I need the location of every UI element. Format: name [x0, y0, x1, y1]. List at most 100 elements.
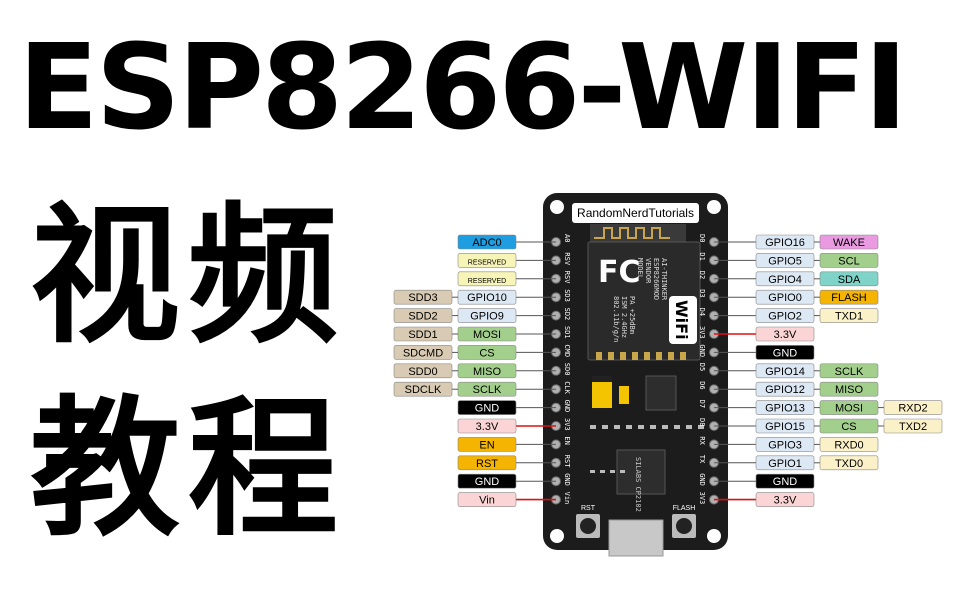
pin-label-text: GPIO3 [768, 439, 802, 451]
wifi-logo-bg [669, 296, 697, 344]
right-pin-label: SCL [819, 253, 879, 268]
smd-resistor [620, 470, 625, 473]
right-pin-label: TXD2 [883, 418, 943, 434]
pin-label-text: MOSI [473, 329, 501, 341]
left-pin-label: RESERVED [457, 253, 517, 268]
pin-label-text: SDD3 [408, 292, 437, 304]
right-pin-label: SDA [819, 271, 879, 287]
right-pin-label: GND [755, 345, 815, 360]
voltage-regulator [645, 375, 677, 411]
smd-resistor [662, 425, 668, 429]
right-pin-label: TXD0 [819, 455, 879, 471]
pin-name: GND [563, 473, 571, 486]
pin-label-text: GPIO12 [765, 384, 805, 396]
capacitor [592, 376, 612, 408]
svg-text:802.11b/g/n: 802.11b/g/n [612, 296, 620, 342]
left-pin-label: RST [457, 455, 517, 471]
right-pin-label: GND [755, 473, 815, 489]
pin-name: D2 [698, 271, 706, 279]
pin-name: 3V3 [698, 492, 706, 505]
pin-name: CLK [563, 381, 571, 394]
smd-resistor [686, 425, 692, 429]
module-pad [632, 352, 638, 360]
pin-name: D4 [698, 308, 706, 316]
pin-label-text: GPIO0 [768, 292, 802, 304]
right-pin-label: FLASH [819, 289, 879, 305]
right-pin-label: GPIO12 [755, 381, 815, 397]
pin-label-text: GPIO10 [467, 292, 507, 304]
pin-label-text: RXD0 [834, 439, 863, 451]
usb-connector [608, 519, 664, 557]
subtitle-tutorial: 教程 [30, 383, 347, 557]
pin-label-text: SDD2 [408, 311, 437, 323]
right-pin-label: RXD0 [819, 437, 879, 452]
left-pin-label: MISO [457, 363, 517, 379]
left-pin-label: GND [457, 473, 517, 489]
pin-label-text: SDD0 [408, 366, 437, 378]
pin-name: CMD [563, 344, 571, 357]
subtitle-video: 视频 [30, 190, 347, 364]
pin-label-text: 3.3V [774, 495, 797, 507]
pin-name: D6 [698, 381, 706, 389]
svg-text:ISM 2.4GHz: ISM 2.4GHz [620, 296, 628, 338]
pin-label-text: GPIO5 [768, 255, 802, 267]
right-pin-label: MOSI [819, 400, 879, 415]
left-pin-label: GND [457, 400, 517, 415]
pin-label-text: 3.3V [774, 329, 797, 341]
right-pin-label: 3.3V [755, 326, 815, 342]
left-pin-label: ADC0 [457, 234, 517, 250]
right-pin-label: GPIO14 [755, 363, 815, 379]
pin-label-text: TXD2 [899, 421, 927, 433]
flash-button-label: FLASH [673, 505, 696, 512]
right-pin-label: TXD1 [819, 308, 879, 323]
pin-name: RST [563, 455, 571, 468]
pin-label-text: SDCMD [403, 347, 443, 359]
pin-label-text: GPIO9 [470, 311, 504, 323]
pin-name: GND [698, 344, 706, 357]
antenna-trace [594, 227, 670, 239]
pin-label-text: EN [479, 439, 494, 451]
left-pin-label: SDCMD [393, 345, 453, 360]
pin-label-text: GND [475, 476, 500, 488]
pin-label-text: GPIO15 [765, 421, 805, 433]
pin-label-text: SDD1 [408, 329, 437, 341]
pin-label-text: GPIO13 [765, 403, 805, 415]
smd-resistor [674, 425, 680, 429]
pin-label-text: SDA [838, 274, 861, 286]
smd-resistor [698, 425, 704, 429]
left-pin-label: RESERVED [457, 271, 517, 287]
pin-label-text: RESERVED [468, 278, 506, 285]
pin-name: 3V3 [698, 326, 706, 339]
left-pin-label: SDD0 [393, 363, 453, 379]
pin-label-text: TXD1 [835, 311, 863, 323]
pin-name: SD1 [563, 326, 571, 339]
brand-label: RandomNerdTutorials [577, 206, 694, 220]
capacitor-band [592, 376, 612, 382]
module-pad [644, 352, 650, 360]
module-pad [656, 352, 662, 360]
flash-button-cap[interactable] [676, 518, 692, 534]
pin-label-text: SCL [838, 255, 859, 267]
left-pin-label: SDD3 [393, 289, 453, 305]
smd-resistor [626, 425, 632, 429]
pin-label-text: GPIO1 [768, 458, 802, 470]
pin-label-text: MISO [835, 384, 864, 396]
pin-name: SD3 [563, 289, 571, 302]
module-pads [596, 352, 686, 360]
pin-label-text: RXD2 [898, 403, 927, 415]
pin-name: GND [563, 400, 571, 413]
left-pin-label: GPIO10 [457, 289, 517, 305]
module-pad [668, 352, 674, 360]
pin-name: RX [698, 436, 706, 445]
pin-label-text: SDCLK [405, 384, 442, 396]
pin-name: TX [698, 455, 706, 464]
pin-label-text: WAKE [833, 237, 865, 249]
pin-label-text: 3.3V [476, 421, 499, 433]
left-pin-label: Vin [457, 492, 517, 507]
rst-button-cap[interactable] [580, 518, 596, 534]
pin-label-text: GPIO14 [765, 366, 805, 378]
right-pin-label: GPIO0 [755, 289, 815, 305]
right-pin-label: GPIO4 [755, 271, 815, 287]
mounting-hole [550, 529, 564, 543]
